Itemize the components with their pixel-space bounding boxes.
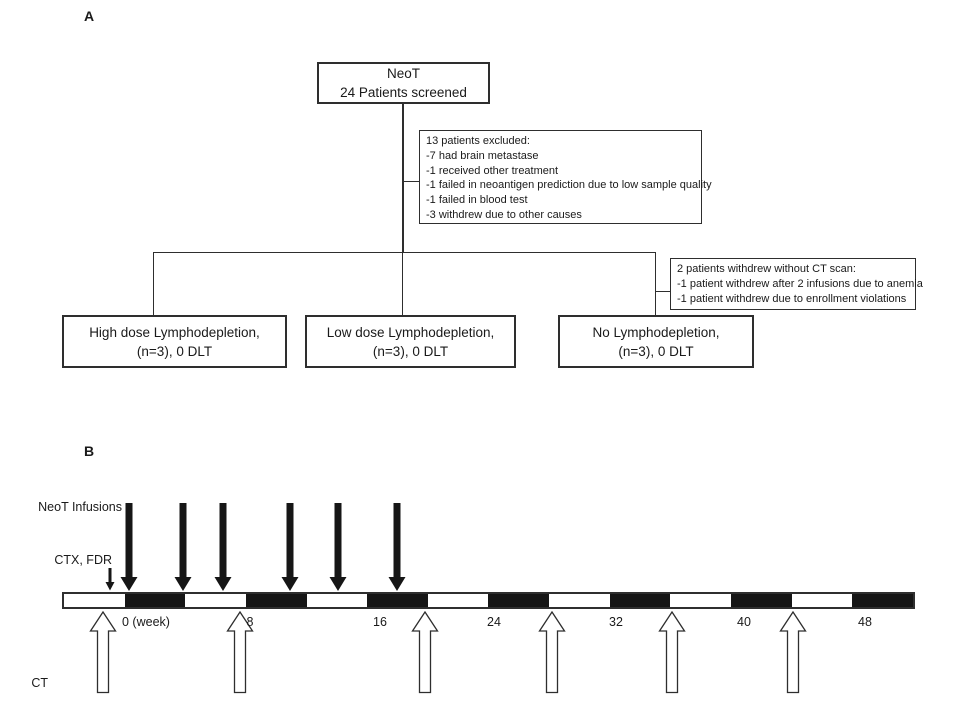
timeline-segment-black [245,594,307,607]
excluded-line: -3 withdrew due to other causes [426,208,582,221]
timeline-segment-white [427,594,489,607]
infusion-arrow-icon [174,503,192,591]
timeline-segment-black [852,594,913,607]
excluded-note-box: 13 patients excluded: -7 had brain metas… [419,130,712,224]
timeline-segment-black [609,594,671,607]
excluded-line: -1 received other treatment [426,164,559,177]
ctx-fdr-arrow-icon [105,568,115,591]
infusion-arrow-icon [329,503,347,591]
screened-box-line1: NeoT [386,66,420,81]
arm-low-line1: Low dose Lymphodepletion, [326,324,495,340]
withdrew-line: -1 patient withdrew after 2 infusions du… [677,277,923,290]
week-label-8: 8 [246,615,254,629]
timeline-segment-black [367,594,428,607]
excluded-line: -1 failed in neoantigen prediction due t… [426,179,712,192]
ct-label: CT [31,676,48,690]
ct-arrow-icon [411,611,439,694]
timeline-segment-black [731,594,792,607]
withdrew-note-box: 2 patients withdrew without CT scan: -1 … [670,258,923,310]
arm-box-low-dose: Low dose Lymphodepletion, (n=3), 0 DLT [305,315,516,368]
arm-no-line2: (n=3), 0 DLT [618,343,694,359]
ct-arrow-icon [226,611,254,694]
infusion-arrow-icon [214,503,232,591]
arm-box-no-depletion: No Lymphodepletion, (n=3), 0 DLT [558,315,754,368]
infusion-arrow-icon [281,503,299,591]
infusion-arrow-icon [120,503,138,591]
connector-drop-middle [402,252,403,315]
excluded-line: -7 had brain metastase [426,149,539,162]
timeline-segment-black [124,594,186,607]
ctx-fdr-label: CTX, FDR [54,553,112,567]
screened-box-line2: 24 Patients screened [340,85,467,100]
week-label-48: 48 [858,615,872,629]
arm-high-line1: High dose Lymphodepletion, [89,324,260,340]
withdrew-line: -1 patient withdrew due to enrollment vi… [677,292,907,305]
ct-arrow-icon [538,611,566,694]
excluded-line: 13 patients excluded: [426,135,530,147]
ct-arrow-icon [89,611,117,694]
ct-arrow-icon [779,611,807,694]
neot-infusions-label: NeoT Infusions [38,500,122,514]
connector-vertical-main [402,104,404,252]
arm-box-high-dose: High dose Lymphodepletion, (n=3), 0 DLT [62,315,287,368]
connector-drop-left [153,252,154,315]
treatment-timeline-bar [62,592,915,609]
connector-stub-excluded [404,181,419,182]
arm-no-line1: No Lymphodepletion, [592,324,720,340]
week-label-40: 40 [737,615,751,629]
timeline-segment-white [549,594,610,607]
week-label-32: 32 [609,615,623,629]
timeline-segment-white [306,594,368,607]
arm-high-line2: (n=3), 0 DLT [136,343,213,359]
timeline-segment-white [64,594,125,607]
screened-box: NeoT 24 Patients screened [317,62,490,104]
week-label-0-week-: 0 (week) [122,615,170,629]
arm-low-line2: (n=3), 0 DLT [372,343,449,359]
timeline-segment-black [488,594,550,607]
withdrew-line: 2 patients withdrew without CT scan: [677,263,856,275]
excluded-line: -1 failed in blood test [426,194,528,207]
connector-drop-right [655,252,656,315]
timeline-segment-white [791,594,853,607]
week-label-24: 24 [487,615,501,629]
timeline-segment-white [670,594,732,607]
timeline-segment-white [185,594,246,607]
ct-arrow-icon [658,611,686,694]
connector-branch-horizontal [153,252,656,253]
connector-stub-withdrew [656,291,670,292]
week-label-16: 16 [373,615,387,629]
panel-a-label: A [84,8,95,24]
infusion-arrow-icon [388,503,406,591]
panel-b-label: B [84,443,95,459]
